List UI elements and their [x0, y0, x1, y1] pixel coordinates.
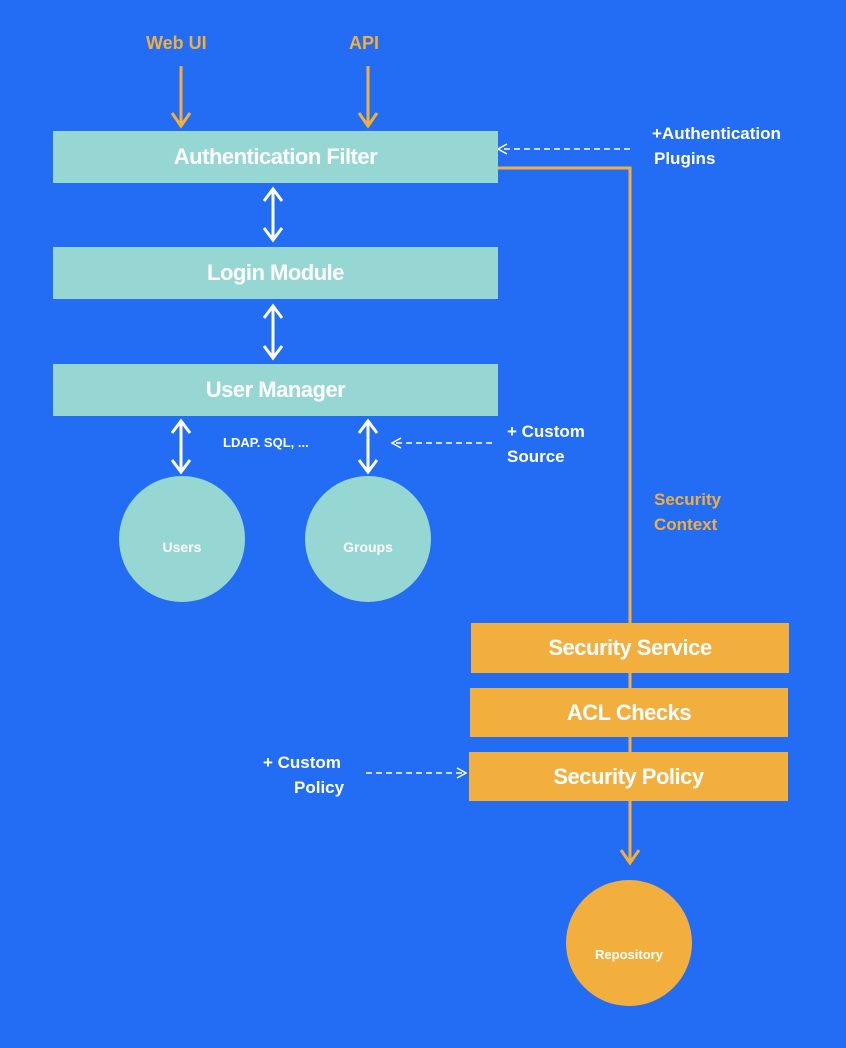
api-label: API — [349, 33, 380, 53]
repository-label: Repository — [595, 946, 663, 962]
security-context-line-2: Context — [654, 515, 718, 534]
custom-policy-dashed-arrow — [366, 767, 468, 779]
auth-plugins-line-1: +Authentication — [652, 124, 781, 143]
security-service-label: Security Service — [548, 635, 712, 660]
custom-source-line-2: Source — [507, 447, 565, 466]
user-manager-label: User Manager — [205, 377, 346, 402]
usermanager-groups-double-arrow — [357, 418, 379, 475]
security-service-box[interactable]: Security Service — [471, 623, 789, 673]
users-label: Users — [162, 539, 202, 555]
security-policy-box[interactable]: Security Policy — [469, 752, 788, 801]
custom-policy-line-1: + Custom — [263, 753, 341, 772]
custom-policy-line-2: Policy — [294, 778, 345, 797]
user-manager-box[interactable]: User Manager — [53, 364, 498, 416]
users-circle[interactable]: Users — [119, 476, 245, 602]
login-module-box[interactable]: Login Module — [53, 247, 498, 299]
web-ui-arrow — [170, 66, 192, 129]
security-policy-label: Security Policy — [553, 763, 704, 789]
custom-source-line-1: + Custom — [507, 422, 585, 441]
login-module-label: Login Module — [207, 260, 344, 285]
security-context-line-1: Security — [654, 490, 722, 509]
security-context-line — [498, 166, 632, 623]
web-ui-label: Web UI — [146, 33, 207, 53]
groups-circle[interactable]: Groups — [305, 476, 431, 602]
repository-circle[interactable]: Repository — [566, 880, 692, 1006]
auth-plugins-dashed-arrow — [496, 143, 630, 155]
custom-source-dashed-arrow — [390, 437, 492, 449]
policy-repository-arrow — [619, 801, 641, 866]
authentication-filter-box[interactable]: Authentication Filter — [53, 131, 498, 183]
auth-plugins-line-2: Plugins — [654, 149, 716, 168]
acl-checks-box[interactable]: ACL Checks — [470, 688, 788, 737]
acl-checks-label: ACL Checks — [566, 699, 692, 725]
filter-login-double-arrow — [262, 186, 284, 243]
api-arrow — [357, 66, 379, 129]
usermanager-users-double-arrow — [170, 418, 192, 475]
ldap-sql-label: LDAP. SQL, ... — [223, 435, 309, 450]
groups-label: Groups — [343, 539, 393, 555]
login-usermanager-double-arrow — [262, 303, 284, 361]
authentication-filter-label: Authentication Filter — [173, 144, 378, 169]
